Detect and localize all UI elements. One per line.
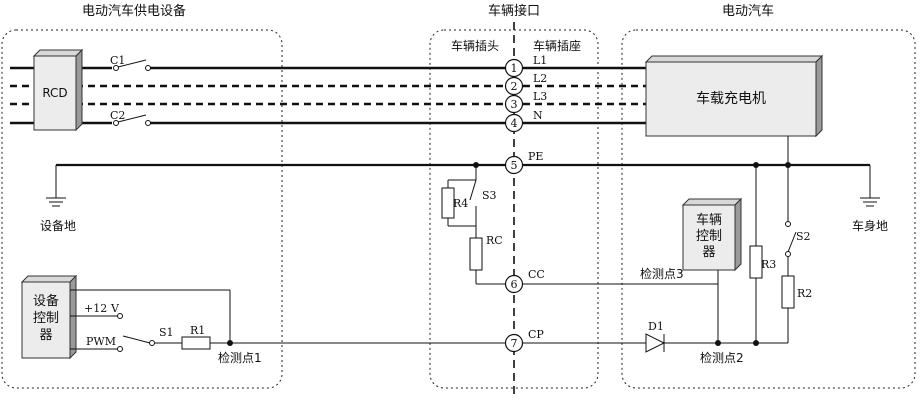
c2-contact-right xyxy=(145,120,151,126)
electric-vehicle-frame xyxy=(621,29,916,389)
vehicle-socket-label: 车辆插座 xyxy=(533,38,581,53)
r2-resistor xyxy=(781,275,795,309)
pin-2-label: L2 xyxy=(533,72,547,85)
c1-switch-blade xyxy=(117,59,147,68)
s2-label: S2 xyxy=(796,230,811,243)
pin-7: 7 xyxy=(504,333,524,353)
pin-4: 4 xyxy=(504,113,524,133)
r1-resistor xyxy=(181,336,211,350)
r1-label: R1 xyxy=(190,324,205,337)
rcd-label: RCD xyxy=(42,86,67,100)
svg-text:6: 6 xyxy=(511,278,518,291)
on-board-charger-box: 车载充电机 xyxy=(644,54,824,138)
charger-label: 车载充电机 xyxy=(696,90,766,107)
supply-controller-label: 设备控制器 xyxy=(33,293,59,343)
pin-1-label: L1 xyxy=(533,54,547,67)
s3-label: S3 xyxy=(482,189,497,202)
c2-label: C2 xyxy=(110,109,125,122)
svg-text:1: 1 xyxy=(511,62,518,75)
supply-equipment-title: 电动汽车供电设备 xyxy=(82,3,186,19)
s2-contact-top xyxy=(785,221,791,227)
s1-label: S1 xyxy=(159,326,174,339)
s3-switch-blade xyxy=(469,179,477,201)
plus12v-label: +12 xyxy=(84,302,107,315)
s1-switch-blade xyxy=(122,335,151,344)
s2-switch-blade xyxy=(787,231,797,253)
volt-unit-label: V xyxy=(110,302,120,315)
detect-point-3-label: 检测点3 xyxy=(640,266,684,281)
svg-text:5: 5 xyxy=(511,159,518,172)
c1-label: C1 xyxy=(110,54,125,67)
d1-label: D1 xyxy=(648,320,664,333)
r3-label: R3 xyxy=(761,258,776,271)
d1-diode-icon xyxy=(645,333,666,353)
plus12v-terminal xyxy=(117,313,123,319)
pwm-terminal xyxy=(117,346,123,352)
vehicle-controller-box: 车辆控制器 xyxy=(681,197,743,272)
r2-label: R2 xyxy=(797,287,812,300)
c2-contact-left xyxy=(113,120,119,126)
vehicle-interface-title: 车辆接口 xyxy=(488,3,540,19)
s1-pivot xyxy=(149,340,155,346)
pwm-label: PWM xyxy=(86,335,116,348)
equipment-ground-icon xyxy=(46,165,66,207)
pin-3: 3 xyxy=(504,94,524,114)
c1-contact-left xyxy=(113,65,119,71)
supply-equipment-frame xyxy=(1,29,283,389)
pin-1: 1 xyxy=(504,58,524,78)
electric-vehicle-title: 电动汽车 xyxy=(722,3,774,19)
detect-point-1-label: 检测点1 xyxy=(218,350,262,365)
svg-text:7: 7 xyxy=(511,337,518,350)
svg-text:2: 2 xyxy=(511,80,518,93)
detect-point-2-label: 检测点2 xyxy=(700,350,744,365)
pin-5: 5 xyxy=(504,155,524,175)
supply-controller-box: 设备控制器 xyxy=(20,274,78,360)
r4-label: R4 xyxy=(453,197,468,210)
pin-2: 2 xyxy=(504,76,524,96)
svg-text:4: 4 xyxy=(511,117,518,130)
vehicle-plug-label: 车辆插头 xyxy=(451,38,499,53)
rc-label: RC xyxy=(486,234,503,247)
pin-6-label: CC xyxy=(528,268,545,281)
c2-switch-blade xyxy=(117,114,147,123)
rcd-box: RCD xyxy=(32,48,84,132)
rc-resistor xyxy=(469,237,483,271)
cp-junction-r3 xyxy=(753,340,759,346)
c1-contact-right xyxy=(145,65,151,71)
pin-4-label: N xyxy=(533,109,543,122)
s2-contact-bottom xyxy=(785,251,791,257)
body-ground-label: 车身地 xyxy=(852,218,888,233)
vehicle-controller-label: 车辆控制器 xyxy=(696,212,722,260)
body-ground-icon xyxy=(860,165,880,207)
pin-7-label: CP xyxy=(528,328,544,341)
pin-5-label: PE xyxy=(528,150,543,163)
svg-text:3: 3 xyxy=(511,98,518,111)
equipment-ground-label: 设备地 xyxy=(40,219,76,233)
pin-3-label: L3 xyxy=(533,90,547,103)
pin-6: 6 xyxy=(504,274,524,294)
